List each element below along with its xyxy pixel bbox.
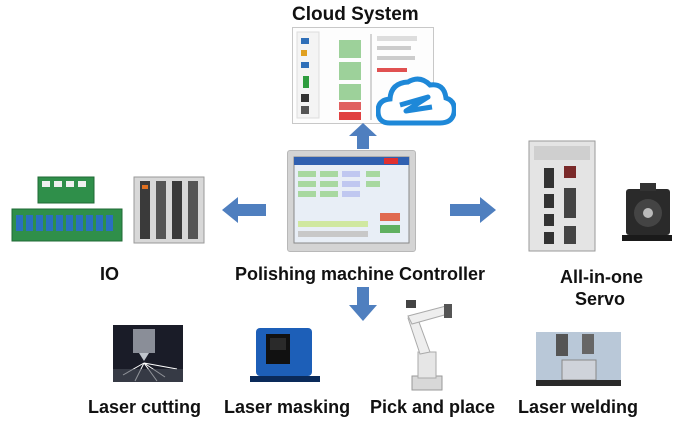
arrow-right-to-servo	[450, 197, 496, 223]
io-label: IO	[100, 264, 120, 284]
app-label-laser-cutting: Laser cutting	[88, 397, 202, 417]
arrow-up-to-cloud	[349, 123, 377, 149]
cloud-system-title: Cloud System	[292, 4, 419, 25]
servo-drive-icon	[528, 140, 596, 252]
servo-label-line1: All-in-one	[560, 267, 643, 287]
polishing-controller-image	[287, 150, 416, 252]
app-label-laser-masking: Laser masking	[224, 397, 351, 417]
app-label-pick-and-place: Pick and place	[370, 397, 496, 417]
robot-arm-icon	[398, 298, 458, 394]
laser-masking-image	[250, 324, 320, 384]
cloud-system-screen-graphic	[296, 31, 417, 120]
arrow-left-to-io	[222, 197, 266, 223]
servo-label-line2: Servo	[575, 289, 626, 309]
cloud-icon	[375, 73, 457, 129]
laser-cutting-image	[113, 325, 183, 382]
laser-welding-image	[536, 332, 621, 386]
arrow-down-to-apps	[349, 287, 377, 321]
app-label-laser-welding: Laser welding	[518, 397, 639, 417]
controller-label: Polishing machine Controller	[235, 264, 486, 284]
cloud-system-screenshot	[292, 27, 434, 124]
servo-motor-icon	[620, 183, 675, 243]
io-board-icon	[10, 175, 205, 245]
